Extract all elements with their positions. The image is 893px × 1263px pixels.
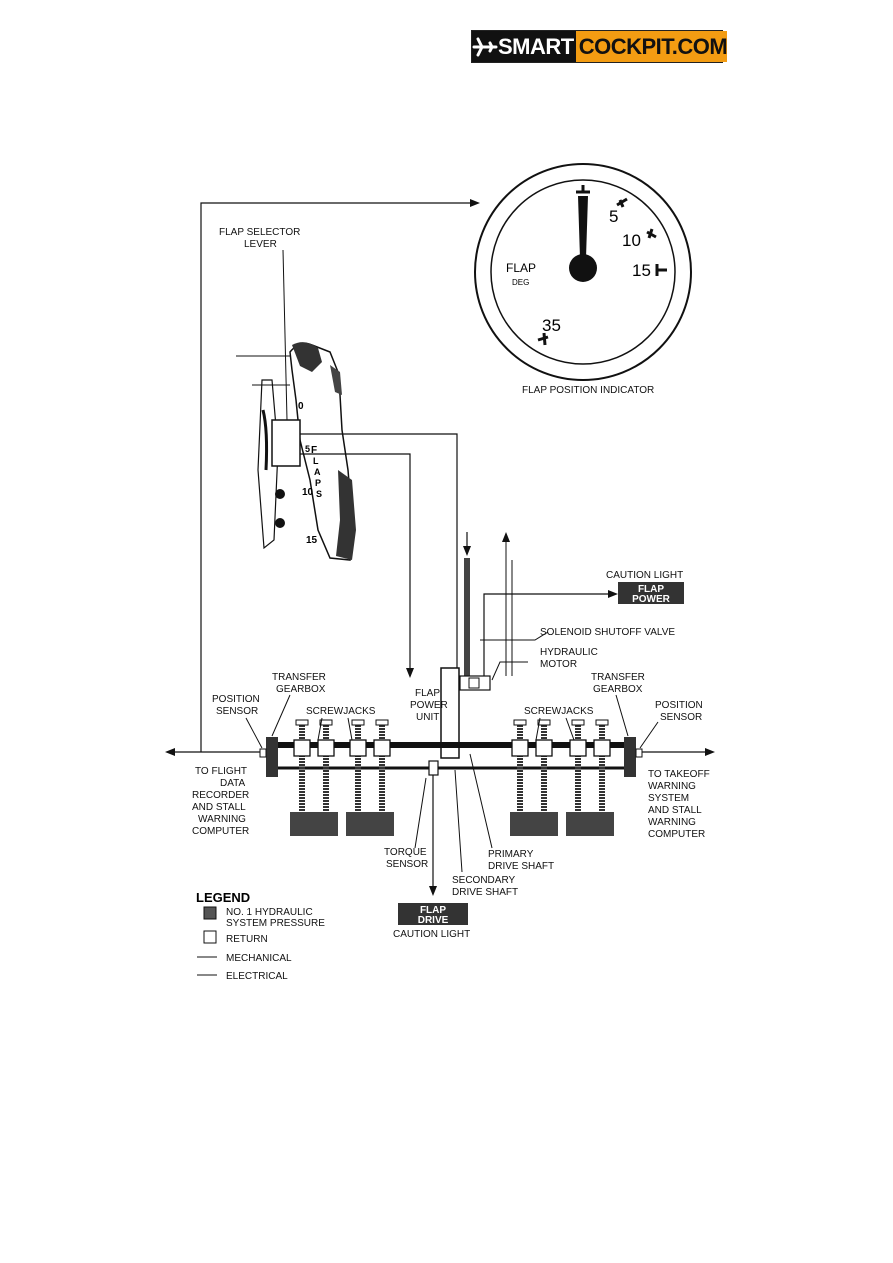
right-dest-3: SYSTEM (648, 793, 689, 804)
secondary-label-2: DRIVE SHAFT (452, 887, 518, 898)
lever-detent-15: 15 (306, 535, 318, 546)
legend-item-4: ELECTRICAL (226, 971, 288, 982)
caution-top-caption: CAUTION LIGHT (606, 570, 683, 581)
legend-swatch-return (203, 930, 217, 944)
fpu-label-2: POWER (410, 700, 448, 711)
right-dest-2: WARNING (648, 781, 696, 792)
primary-label-2: DRIVE SHAFT (488, 861, 554, 872)
primary-label-1: PRIMARY (488, 849, 534, 860)
position-sensor-right (635, 748, 643, 758)
left-dest-6: COMPUTER (192, 826, 249, 837)
solenoid-label: SOLENOID SHUTOFF VALVE (540, 627, 675, 638)
fpu-label-3: UNIT (416, 712, 439, 723)
logo-text-cockpit: COCKPIT.COM (575, 31, 728, 62)
right-dest-5: WARNING (648, 817, 696, 828)
placard-letter-p: P (315, 478, 321, 488)
legend-item-3: MECHANICAL (226, 953, 292, 964)
placard-letter-l: L (313, 456, 319, 466)
caution-bottom-caption: CAUTION LIGHT (393, 929, 470, 940)
lever-detent-10: 10 (302, 487, 314, 498)
screwjacks-left (290, 719, 394, 836)
torque-label-1: TORQUE (384, 847, 427, 858)
caution-bottom-line2: DRIVE (418, 915, 449, 926)
legend-title: LEGEND (196, 890, 250, 905)
fpu-label-1: FLAP (415, 688, 440, 699)
legend-item-1-line2: SYSTEM PRESSURE (226, 918, 325, 929)
indicator-caption: FLAP POSITION INDICATOR (522, 385, 654, 396)
logo-text-smart: SMART (498, 31, 576, 62)
screwjacks-right (510, 719, 614, 836)
indicator-mark-5: 5 (609, 207, 618, 226)
left-dest-1: TO FLIGHT (195, 766, 247, 777)
torque-sensor (428, 760, 439, 776)
transfer-gearbox-right (624, 737, 636, 777)
legend-item-2: RETURN (226, 934, 268, 945)
secondary-label-1: SECONDARY (452, 875, 515, 886)
tg-left-label-1: TRANSFER (272, 672, 326, 683)
placard-letter-f: F (311, 445, 317, 456)
indicator-label-flap: FLAP (506, 261, 536, 275)
screwjacks-left-label: SCREWJACKS (306, 706, 376, 717)
lever-detent-0: 0 (298, 401, 304, 412)
flap-position-indicator: 5 10 15 35 FLAP DEG FLAP POSITION INDICA… (474, 163, 692, 396)
ps-left-label-1: POSITION (212, 694, 260, 705)
flap-power-light (618, 582, 684, 604)
position-sensor-left (259, 748, 267, 758)
right-dest-1: TO TAKEOFF (648, 769, 710, 780)
indicator-mark-35: 35 (542, 316, 561, 335)
flap-drive-light (398, 903, 468, 925)
legend-swatch-pressure (203, 906, 217, 920)
ps-left-label-2: SENSOR (216, 706, 258, 717)
placard-letter-a: A (314, 467, 321, 477)
right-dest-4: AND STALL (648, 805, 702, 816)
left-dest-5: WARNING (198, 814, 246, 825)
indicator-mark-10: 10 (622, 231, 641, 250)
left-dest-4: AND STALL (192, 802, 246, 813)
caution-bottom-line1: FLAP (420, 905, 446, 916)
lever-title-line1: FLAP SELECTOR (219, 227, 300, 238)
indicator-mark-15: 15 (632, 261, 651, 280)
screwjacks-right-label: SCREWJACKS (524, 706, 594, 717)
smartcockpit-logo: SMART COCKPIT.COM (471, 30, 728, 63)
tg-right-label-2: GEARBOX (593, 684, 643, 695)
flap-selector-lever[interactable]: 0 5 10 15 F L A P S (236, 342, 356, 561)
legend: LEGEND NO. 1 HYDRAULIC SYSTEM PRESSURE R… (196, 890, 325, 982)
tg-left-label-2: GEARBOX (276, 684, 326, 695)
left-dest-3: RECORDER (192, 790, 249, 801)
transfer-gearbox-left (266, 737, 278, 777)
lever-title-line2: LEVER (244, 239, 277, 250)
ps-right-label-1: POSITION (655, 700, 703, 711)
caution-top-line2: POWER (632, 594, 671, 605)
flap-power-unit (440, 667, 460, 759)
placard-letter-s: S (316, 489, 322, 499)
indicator-label-deg: DEG (512, 278, 529, 287)
right-dest-6: COMPUTER (648, 829, 705, 840)
caution-top-line1: FLAP (638, 584, 664, 595)
tg-right-label-1: TRANSFER (591, 672, 645, 683)
hyd-motor-label-1: HYDRAULIC (540, 647, 598, 658)
left-dest-2: DATA (220, 778, 246, 789)
hyd-motor-label-2: MOTOR (540, 659, 577, 670)
torque-label-2: SENSOR (386, 859, 428, 870)
lever-detent-5: 5 (305, 444, 310, 454)
airplane-icon (472, 31, 498, 62)
legend-item-1-line1: NO. 1 HYDRAULIC (226, 907, 313, 918)
ps-right-label-2: SENSOR (660, 712, 702, 723)
